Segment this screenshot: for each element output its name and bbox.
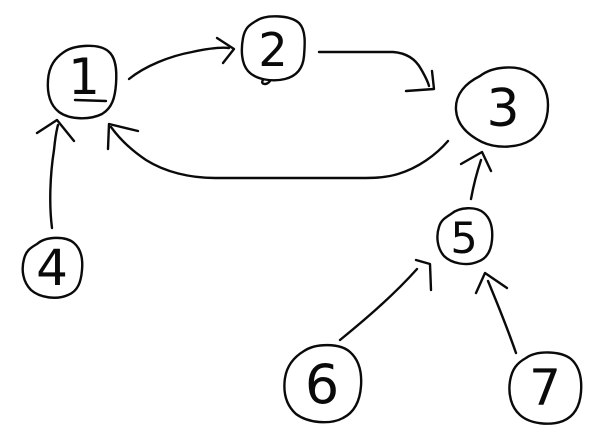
edge-1-to-2-arrowhead — [215, 36, 236, 65]
edge-7-to-5 — [486, 279, 518, 355]
node-6-label: 6 — [305, 353, 339, 416]
node-7-label: 7 — [529, 359, 561, 417]
node-6: 6 — [283, 343, 363, 424]
edge-7-to-5-arrowhead — [474, 271, 509, 295]
node-2: 2 — [240, 15, 306, 86]
node-6-circle — [283, 343, 363, 424]
edge-3-to-1 — [109, 125, 450, 180]
node-2-label: 2 — [258, 23, 287, 77]
node-3-label: 3 — [486, 79, 519, 139]
edge-3-to-1-arrowhead — [106, 122, 140, 151]
edge-4-to-1 — [49, 123, 60, 230]
node-1-label: 1 — [68, 48, 100, 106]
node-4-label: 4 — [36, 239, 68, 297]
node-4-circle — [21, 236, 84, 299]
edge-5-to-3 — [469, 158, 483, 201]
edge-6-to-5-arrowhead — [414, 258, 433, 292]
node-7: 7 — [508, 351, 583, 425]
node-5-circle — [436, 207, 494, 266]
node-2-circle — [240, 15, 306, 86]
node-3: 3 — [454, 66, 550, 148]
node-3-circle — [454, 66, 550, 148]
edge-4-to-1-arrowhead — [35, 118, 76, 143]
node-4: 4 — [21, 236, 84, 299]
node-5-label: 5 — [450, 214, 477, 264]
node-7-circle — [508, 351, 583, 425]
edges — [35, 36, 518, 355]
edge-1-to-2 — [127, 46, 231, 81]
edge-6-to-5 — [338, 267, 419, 342]
node-1: 1 — [46, 44, 118, 120]
node-5: 5 — [436, 207, 494, 266]
edge-2-to-3 — [317, 50, 431, 88]
node-1-circle — [46, 44, 118, 120]
edge-2-to-3-arrowhead — [404, 69, 436, 93]
edge-5-to-3-arrowhead — [459, 150, 493, 173]
node-1-underline — [73, 98, 108, 103]
